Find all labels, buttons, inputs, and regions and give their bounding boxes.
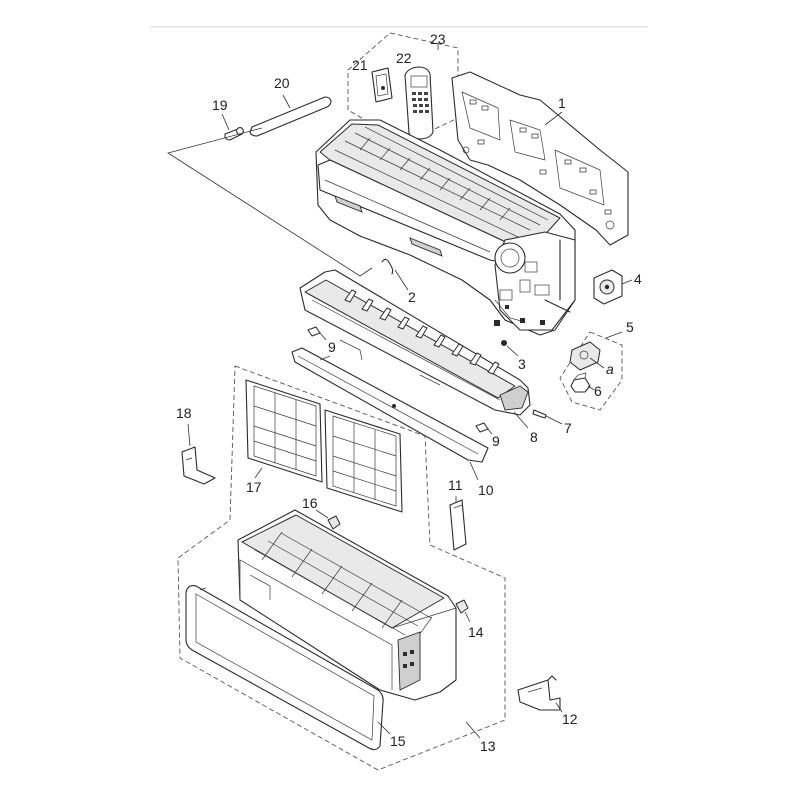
part-17-air-filter-left [245, 379, 323, 483]
label-part-23: 23 [430, 31, 446, 47]
part-7-screw [532, 409, 563, 425]
label-part-21: 21 [352, 57, 368, 73]
part-5-swing-motor-group [559, 331, 623, 411]
label-part-10: 10 [478, 482, 494, 498]
part-1-mounting-plate [451, 71, 629, 246]
label-part-12: 12 [562, 711, 578, 727]
part-20-drain-hose [249, 94, 332, 137]
part-15-front-panel [185, 585, 391, 751]
part-4-bearing-mount [593, 269, 633, 305]
part-9-clip-left [307, 326, 327, 341]
part-9-clip-right [475, 422, 493, 435]
leader-19-20 [167, 127, 373, 277]
remote-group-23 [347, 32, 459, 144]
part-22-remote-control [404, 66, 434, 140]
part-6-crank [570, 372, 591, 393]
main-unit-chassis [315, 119, 576, 336]
label-part-4: 4 [634, 271, 642, 287]
front-panel-group-13-outline [177, 365, 506, 771]
label-part-15: 15 [390, 733, 406, 749]
label-part-6: 6 [594, 383, 602, 399]
part-a-swing-motor [569, 341, 601, 371]
label-part-3: 3 [518, 356, 526, 372]
part-2-clip [381, 258, 409, 291]
label-part-9-right: 9 [492, 433, 500, 449]
label-part-13: 13 [480, 738, 496, 754]
label-part-16: 16 [302, 495, 318, 511]
label-part-14: 14 [468, 624, 484, 640]
part-11-cover [449, 496, 467, 551]
label-part-11: 11 [448, 477, 463, 493]
part-19-drain-cap [221, 113, 244, 141]
part-14-screw-cap [455, 599, 471, 623]
front-grille-frame [237, 509, 457, 701]
label-part-22: 22 [396, 50, 412, 66]
label-part-17: 17 [246, 479, 262, 495]
label-part-8: 8 [530, 429, 538, 445]
leader-13 [465, 721, 481, 739]
part-10-horizontal-louver [291, 347, 489, 481]
label-part-a: a [606, 361, 614, 377]
part-8-drain-pan-assembly [299, 269, 531, 429]
label-part-5: 5 [626, 319, 634, 335]
part-21-remote-holder [371, 67, 393, 103]
part-18-bracket-left [181, 423, 216, 485]
part-number-labels: 1 2 3 4 5 a 6 7 8 9 9 10 11 12 13 14 15 … [176, 31, 642, 754]
part-3-screw [501, 340, 519, 357]
label-part-2: 2 [408, 289, 416, 305]
part-12-bracket-right [517, 675, 563, 713]
label-part-18: 18 [176, 405, 192, 421]
part-17-air-filter-right [254, 409, 403, 513]
label-part-9-left: 9 [328, 339, 336, 355]
part-16-screw-cap [315, 509, 341, 530]
label-part-20: 20 [274, 75, 290, 91]
label-part-19: 19 [212, 97, 228, 113]
label-part-1: 1 [558, 95, 566, 111]
label-part-7: 7 [564, 420, 572, 436]
